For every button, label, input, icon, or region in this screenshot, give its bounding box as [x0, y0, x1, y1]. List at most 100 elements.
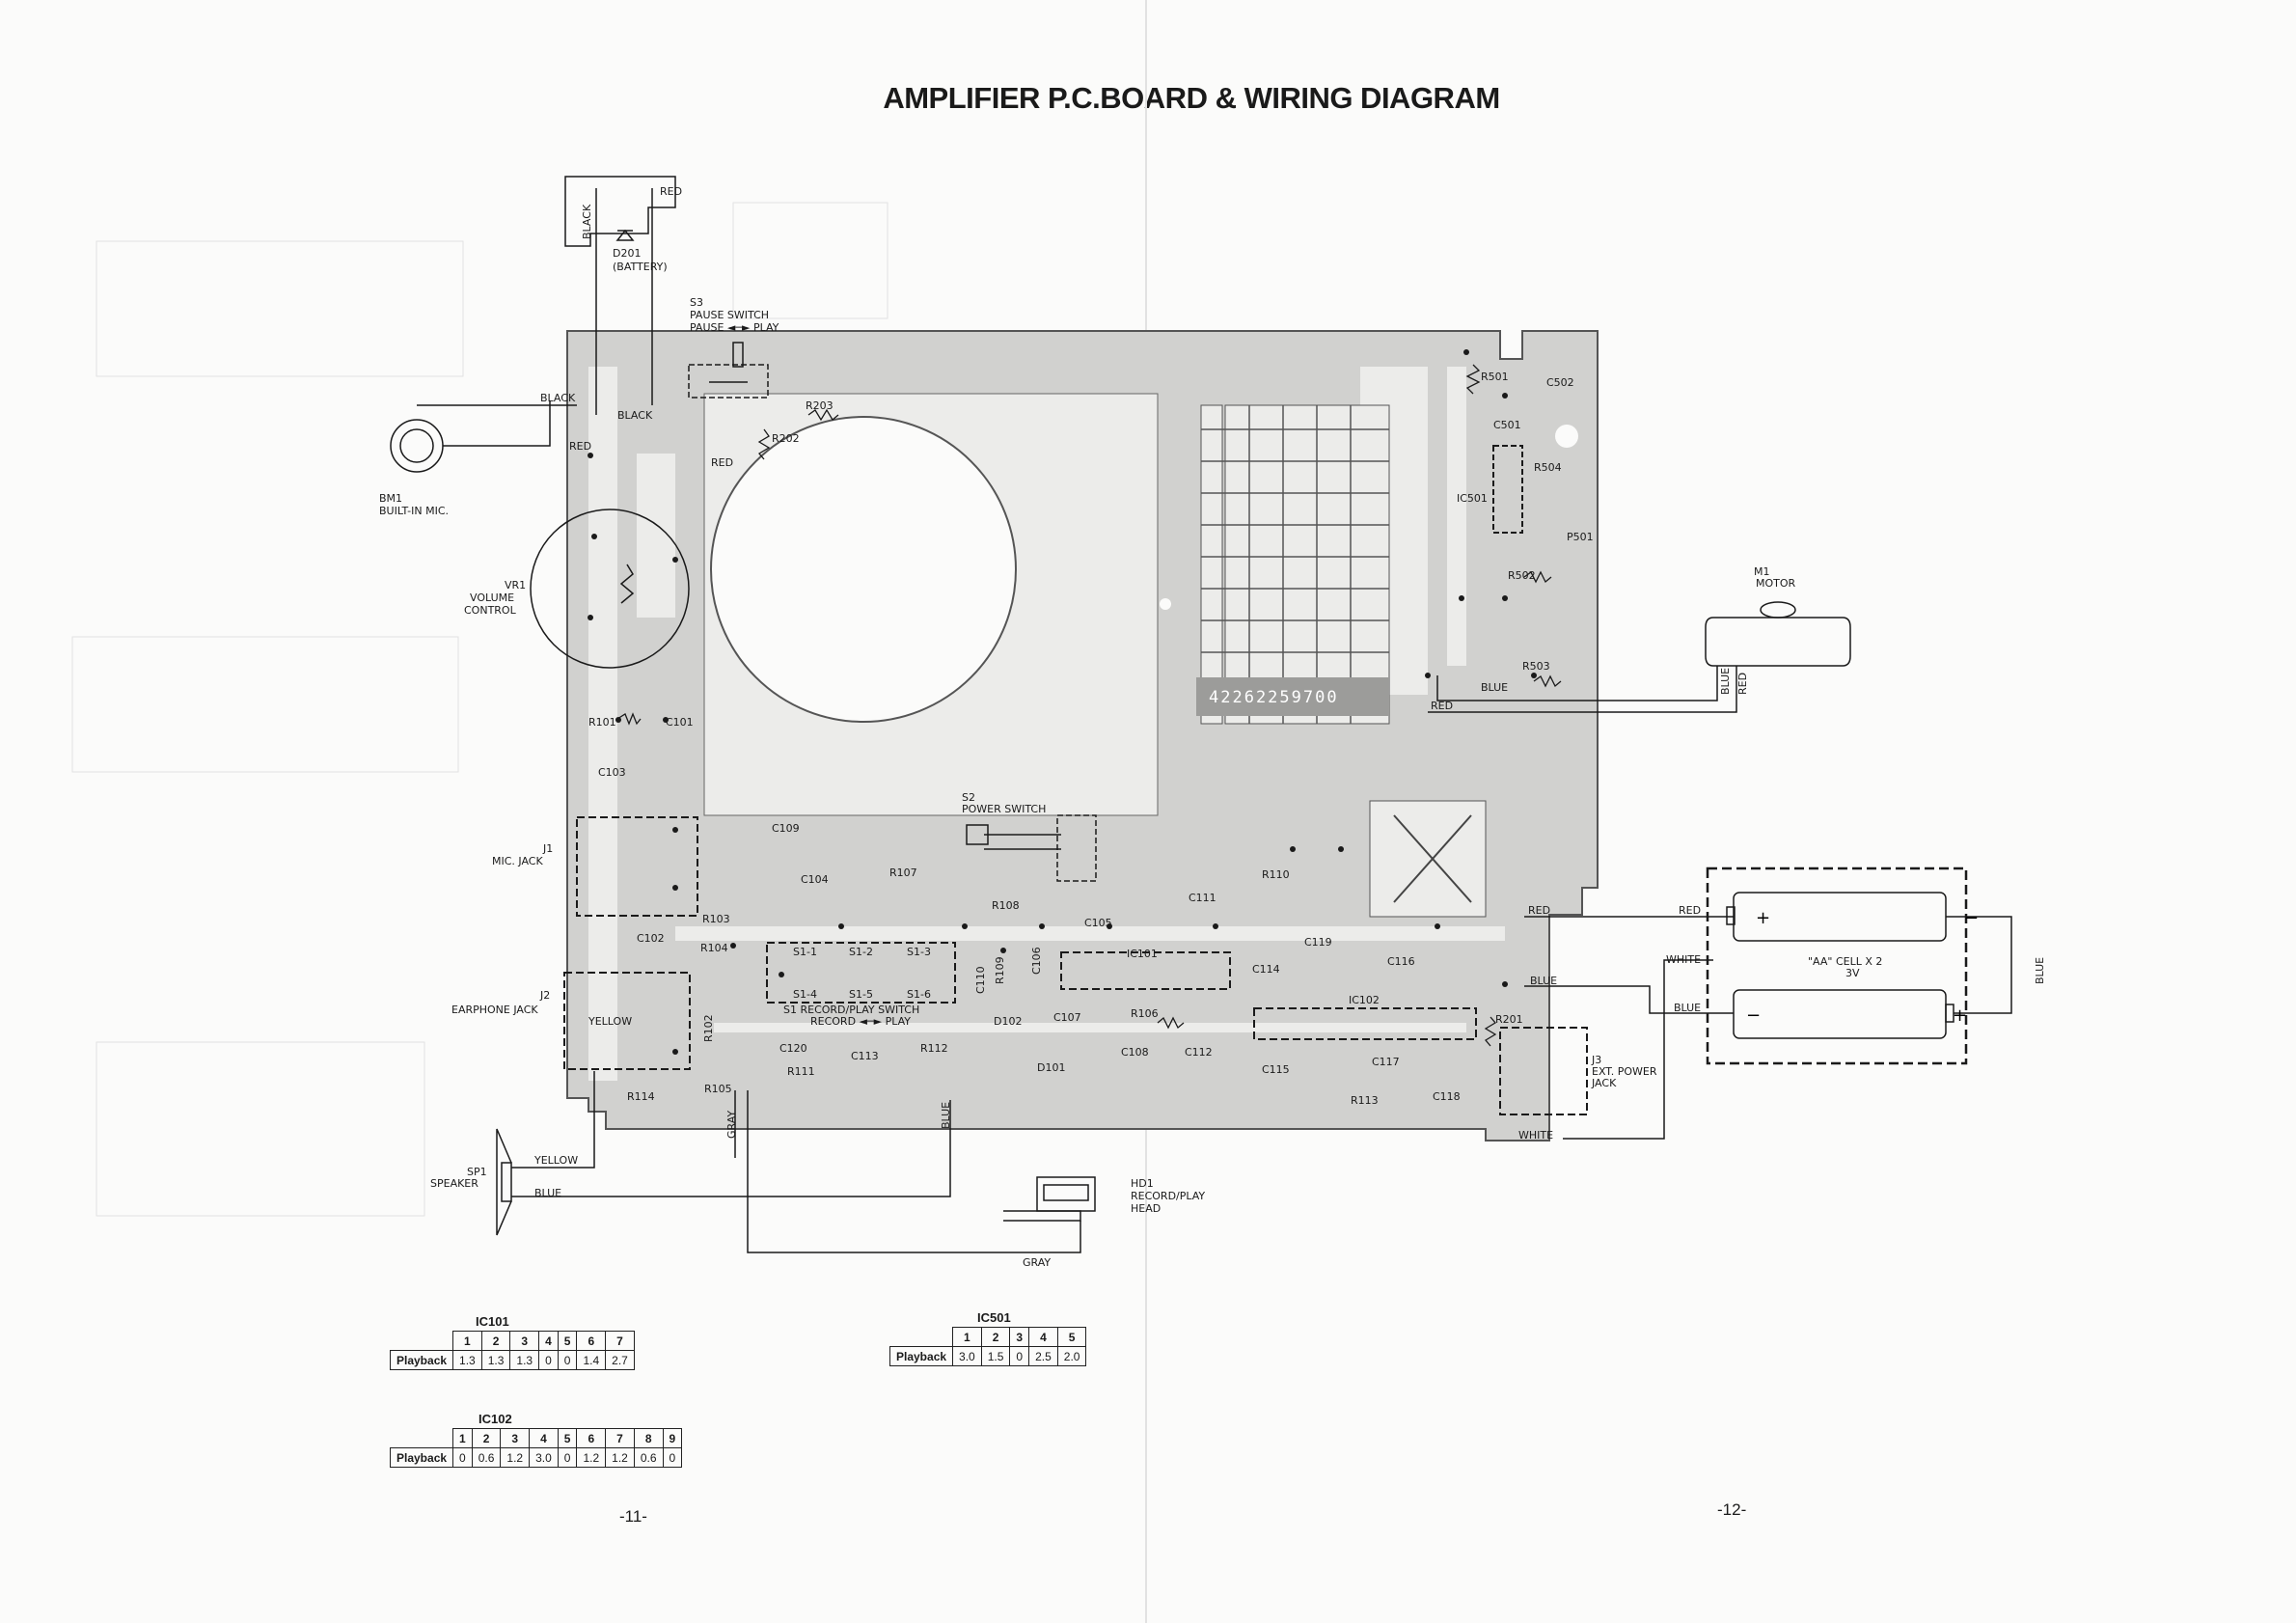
c102-label: C102	[637, 932, 665, 945]
c502-label: C502	[1546, 376, 1574, 389]
ic102-pin-8: 8	[633, 1428, 664, 1448]
s3-label: S3	[690, 296, 703, 309]
ic101-pin-5: 5	[557, 1331, 578, 1351]
red-wire-label-7: RED	[1679, 904, 1701, 917]
blue-wire-label-4: BLUE	[1530, 975, 1557, 987]
white-wire-label: WHITE	[1666, 953, 1701, 966]
black-wire-label-3: BLACK	[617, 409, 653, 422]
c111-label: C111	[1189, 892, 1216, 904]
r102-label: R102	[702, 1014, 715, 1042]
c116-label: C116	[1387, 955, 1415, 968]
bm1-mic	[390, 400, 577, 473]
r502-label: R502	[1508, 569, 1536, 582]
ic501-chip-label: IC501	[1457, 492, 1488, 505]
white-wire-label-2: WHITE	[1518, 1129, 1553, 1142]
r103-label: R103	[702, 913, 730, 925]
ic102-value-3: 1.2	[500, 1447, 531, 1468]
sp1-label: SP1	[467, 1166, 487, 1178]
ic102-value-7: 1.2	[605, 1447, 635, 1468]
yellow-wire-label-2: YELLOW	[533, 1154, 578, 1167]
ic101-value-5: 0	[557, 1350, 578, 1370]
c112-label: C112	[1185, 1046, 1213, 1059]
ic501-value-4: 2.5	[1028, 1346, 1058, 1366]
ic501-row-label: Playback	[888, 1346, 954, 1366]
c120-label: C120	[779, 1042, 807, 1055]
ic102-pin-4: 4	[529, 1428, 559, 1448]
c110-label: C110	[974, 966, 987, 994]
ic501-pin-3: 3	[1009, 1327, 1030, 1347]
ic501-table-title: IC501	[977, 1310, 1011, 1325]
solder-pads	[588, 349, 1537, 1055]
s1-switch-label: S1 RECORD/PLAY SWITCH	[783, 1004, 919, 1016]
r106-label: R106	[1131, 1007, 1159, 1020]
c101-label: C101	[666, 716, 694, 729]
red-wire-label-4: RED	[1431, 700, 1453, 712]
s2-label: S2	[962, 791, 975, 804]
battery-label: (BATTERY)	[613, 261, 668, 273]
r504-label: R504	[1534, 461, 1562, 474]
control-label: CONTROL	[464, 604, 517, 617]
c117-label: C117	[1372, 1056, 1400, 1068]
head-label: HEAD	[1131, 1202, 1161, 1215]
c107-label: C107	[1053, 1011, 1081, 1024]
pause-play-label: PAUSE ◄─► PLAY	[690, 321, 779, 334]
vr1-label: VR1	[505, 579, 526, 591]
ic501-value-3: 0	[1009, 1346, 1030, 1366]
ic102-chip	[1253, 1007, 1477, 1040]
ic101-value-3: 1.3	[509, 1350, 540, 1370]
c501-label: C501	[1493, 419, 1521, 431]
pause-switch-label: PAUSE SWITCH	[690, 309, 769, 321]
cell-label: "AA" CELL X 2	[1808, 955, 1882, 968]
r503-label: R503	[1522, 660, 1550, 673]
ic101-table-title: IC101	[476, 1314, 509, 1329]
blue-wire-label-5: BLUE	[1674, 1002, 1701, 1014]
ic101-row-label: Playback	[389, 1350, 454, 1370]
ic102-pin-7: 7	[605, 1428, 635, 1448]
r101-label: R101	[588, 716, 616, 729]
s3-pause-switch	[688, 342, 769, 399]
corner-cell-3	[390, 1428, 454, 1448]
ic501-value-5: 2.0	[1056, 1346, 1087, 1366]
corner-cell	[390, 1331, 454, 1351]
red-wire-label-3: RED	[711, 456, 733, 469]
earphone-jack-label: EARPHONE JACK	[451, 1004, 538, 1016]
ic101-pin-4: 4	[538, 1331, 559, 1351]
ic101-voltage-table: 1 2 3 4 5 6 7 Playback 1.3 1.3 1.3 0 0 1…	[389, 1331, 635, 1370]
ic101-value-2: 1.3	[480, 1350, 511, 1370]
ic102-pin-5: 5	[557, 1428, 578, 1448]
gray-wire-label-2: GRAY	[725, 1111, 738, 1139]
j2-label: J2	[539, 989, 550, 1002]
ic501-value-1: 3.0	[952, 1346, 982, 1366]
vr1-volume-control	[530, 509, 690, 669]
d102-label: D102	[994, 1015, 1022, 1028]
ic501-chip	[1492, 445, 1523, 534]
ic102-chip-label: IC102	[1349, 994, 1380, 1006]
r108-label: R108	[992, 899, 1020, 912]
ic101-value-6: 1.4	[576, 1350, 607, 1370]
ic102-value-8: 0.6	[633, 1447, 664, 1468]
p501-label: P501	[1567, 531, 1594, 543]
speaker-label: SPEAKER	[430, 1177, 478, 1190]
black-wire-label-2: BLACK	[540, 392, 576, 404]
ic102-value-5: 0	[557, 1447, 578, 1468]
ic101-value-1: 1.3	[452, 1350, 482, 1370]
red-wire-label-2: RED	[569, 440, 591, 453]
red-wire-label-5: RED	[1736, 673, 1749, 695]
ic102-pin-6: 6	[576, 1428, 607, 1448]
record-play-switch-label: RECORD ◄─► PLAY	[810, 1015, 911, 1028]
ic501-pin-1: 1	[952, 1327, 982, 1347]
component-labels: R203 R202 R101 C101 C103 C109 C104 R107 …	[588, 371, 1594, 1107]
record-play-head-label: RECORD/PLAY	[1131, 1190, 1205, 1202]
ic102-pin-1: 1	[452, 1428, 473, 1448]
j3-ext-power-jack	[1499, 1027, 1588, 1115]
c103-label: C103	[598, 766, 626, 779]
ic101-chip	[1060, 951, 1231, 990]
bleed-through	[71, 202, 888, 1217]
ic501-pin-2: 2	[980, 1327, 1011, 1347]
battery-minus-2: −	[1746, 1005, 1761, 1026]
c106-label: C106	[1030, 947, 1043, 975]
mic-jack-label: MIC. JACK	[492, 855, 543, 867]
corner-cell-2	[889, 1327, 954, 1347]
ic101-pin-2: 2	[480, 1331, 511, 1351]
